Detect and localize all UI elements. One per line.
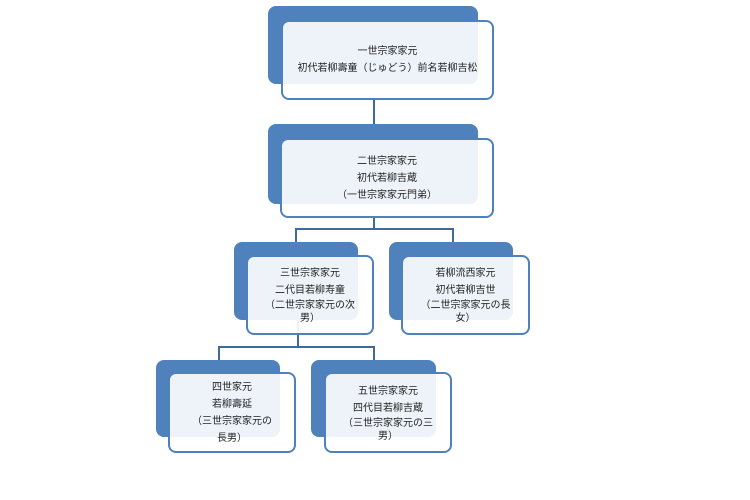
node-line: 三世宗家家元 bbox=[280, 268, 340, 279]
node-line: 男） bbox=[378, 430, 398, 442]
connector-to-5 bbox=[218, 346, 220, 360]
node-line: （三世宗家家元の bbox=[192, 415, 272, 427]
node-line: 長男） bbox=[217, 432, 247, 444]
node-line: 男） bbox=[300, 313, 320, 324]
node-line: 初代若柳吉世 bbox=[435, 285, 496, 296]
node-line: 四世家元 bbox=[212, 381, 252, 393]
connector-2-down bbox=[373, 217, 375, 229]
node-line: 若柳壽延 bbox=[212, 398, 252, 410]
connector-to-3 bbox=[295, 228, 297, 243]
node-line: （三世宗家家元の三 bbox=[343, 417, 433, 429]
connector-1-2 bbox=[373, 99, 375, 138]
node-line: （一世宗家家元門弟） bbox=[337, 189, 437, 201]
node-line: 五世宗家家元 bbox=[358, 385, 418, 397]
node-line: （二世宗家家元の長 bbox=[420, 300, 511, 311]
node-line: 初代若柳壽童（じゅどう）前名若柳吉松 bbox=[297, 63, 478, 74]
connector-3-horizontal bbox=[218, 346, 375, 348]
node-line: 四代目若柳吉蔵 bbox=[353, 402, 423, 414]
connector-2-horizontal bbox=[295, 228, 454, 230]
node-line: 若柳流西家元 bbox=[435, 268, 496, 279]
node-line: 初代若柳吉蔵 bbox=[357, 172, 417, 184]
node-line: 二代目若柳寿童 bbox=[275, 285, 345, 296]
node-line: 二世宗家家元 bbox=[357, 155, 417, 167]
connector-to-6 bbox=[373, 346, 375, 360]
node-line: 女） bbox=[455, 313, 476, 324]
node-line: 一世宗家家元 bbox=[357, 46, 418, 57]
connector-to-4 bbox=[452, 228, 454, 243]
node-line: （二世宗家家元の次 bbox=[265, 300, 355, 311]
